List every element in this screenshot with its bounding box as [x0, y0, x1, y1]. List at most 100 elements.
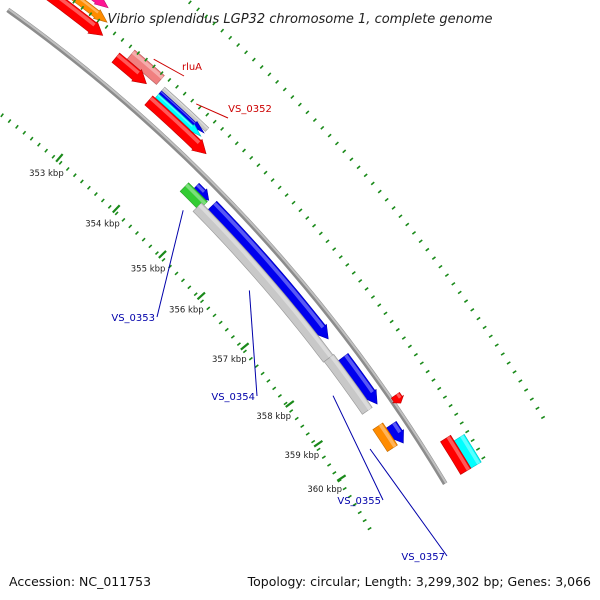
- feature-arrow-highlight: [198, 203, 333, 358]
- tick-mark: [79, 179, 84, 184]
- tick-mark: [318, 231, 323, 236]
- tick-mark: [294, 416, 299, 421]
- tick-mark: [100, 198, 105, 203]
- tick-mark: [395, 327, 400, 332]
- tick-mark: [249, 155, 254, 160]
- tick-mark: [227, 134, 232, 139]
- gene-label: VS_0355: [337, 496, 381, 507]
- feature-arrow: [390, 391, 405, 404]
- tick-mark: [349, 157, 354, 162]
- tick-mark: [300, 424, 305, 429]
- tick-mark: [316, 447, 321, 452]
- gene-label-connector: [196, 103, 229, 119]
- tick-mark: [342, 486, 347, 491]
- tick-mark: [242, 148, 247, 153]
- tick-mark: [448, 403, 453, 408]
- tick-mark: [272, 386, 277, 391]
- tick-mark: [7, 118, 12, 124]
- tick-mark: [457, 290, 462, 295]
- tick-label: 359 kbp: [285, 451, 320, 461]
- tick-mark: [425, 369, 430, 374]
- feature-arrow-highlight: [378, 423, 397, 448]
- tick-mark: [128, 224, 133, 229]
- tick-layer: [0, 0, 546, 531]
- tick-mark: [144, 57, 149, 62]
- tick-mark: [454, 412, 459, 417]
- tick-mark: [204, 14, 209, 19]
- tick-mark: [104, 24, 109, 29]
- tick-mark: [260, 371, 265, 376]
- tick-mark: [338, 255, 343, 259]
- tick-mark: [463, 299, 469, 303]
- feature-arrow: [46, 0, 104, 36]
- tick-mark: [401, 336, 406, 340]
- tick-mark: [389, 319, 394, 324]
- tick-mark: [321, 455, 326, 459]
- tick-mark: [22, 130, 27, 135]
- tick-mark: [442, 395, 448, 399]
- tick-mark: [384, 197, 389, 202]
- tick-mark: [377, 189, 382, 194]
- tick-mark: [438, 264, 443, 269]
- gene-label-connector: [369, 448, 448, 557]
- tick-mark: [187, 285, 192, 290]
- tick-mark: [65, 166, 70, 172]
- tick-mark: [332, 471, 337, 475]
- feature-arrow: [207, 200, 329, 340]
- accession-text: Accession: NC_011753: [9, 574, 151, 589]
- tick-mark: [391, 206, 396, 210]
- feature-arrow: [111, 52, 147, 85]
- tick-mark: [284, 193, 289, 198]
- tick-mark: [193, 292, 198, 297]
- tick-mark: [212, 313, 217, 318]
- tick-mark: [96, 18, 101, 23]
- tick-mark: [234, 141, 239, 146]
- feature-arrow-highlight: [157, 94, 193, 127]
- feature-arrow-highlight: [163, 87, 209, 130]
- tick-mark: [58, 160, 63, 165]
- tick-mark: [523, 388, 529, 392]
- tick-mark: [121, 217, 126, 222]
- tick-mark: [481, 456, 486, 460]
- tick-mark: [444, 273, 449, 278]
- tick-mark: [500, 352, 505, 356]
- tick-mark: [88, 12, 93, 17]
- feature-arrow-highlight: [213, 202, 325, 329]
- gene-label-connector: [332, 395, 384, 501]
- tick-mark: [190, 98, 195, 103]
- tick-mark: [267, 72, 272, 77]
- gene-label: VS_0354: [211, 392, 255, 403]
- tick-mark: [251, 57, 256, 62]
- gene-label-connector: [153, 58, 185, 77]
- tick-mark: [334, 141, 339, 146]
- feature-arrow-highlight: [58, 0, 96, 27]
- tick-mark: [431, 378, 436, 382]
- map-title: Vibrio splendidus LGP32 chromosome 1, co…: [107, 12, 492, 27]
- tick-mark: [512, 370, 517, 374]
- gene-label: rluA: [182, 62, 202, 73]
- tick-mark: [291, 200, 296, 205]
- tick-mark: [72, 0, 76, 4]
- tick-mark: [161, 257, 166, 262]
- tick-mark: [358, 279, 363, 283]
- tick-mark: [437, 386, 442, 391]
- tick-label: 356 kbp: [169, 305, 204, 315]
- tick-mark: [347, 494, 352, 499]
- feature-arrow: [192, 202, 334, 363]
- feature-arrow-highlight: [446, 435, 470, 471]
- tick-label: 357 kbp: [212, 355, 247, 365]
- tick-mark: [465, 429, 470, 434]
- tick-mark: [275, 79, 280, 84]
- tick-mark: [327, 133, 332, 138]
- gene-label-connector: [248, 290, 258, 397]
- tick-label: 355 kbp: [131, 264, 166, 274]
- tick-mark: [356, 165, 361, 170]
- tick-mark: [327, 463, 332, 467]
- backbone-layer: [6, 7, 448, 485]
- tick-mark: [364, 287, 369, 291]
- tick-mark: [259, 65, 264, 70]
- tick-mark: [197, 105, 202, 110]
- feature-arrow: [323, 353, 373, 415]
- tick-mark: [535, 406, 540, 410]
